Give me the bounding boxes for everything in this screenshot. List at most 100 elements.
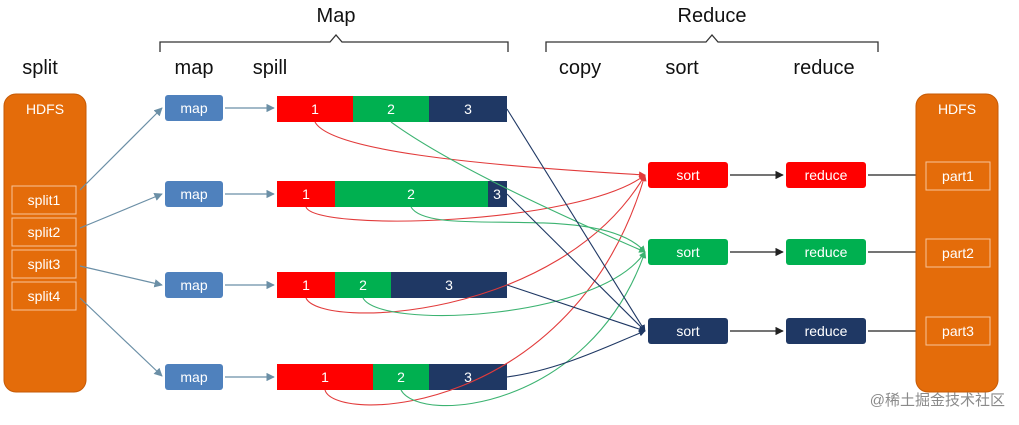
reduce-box-label: reduce (805, 244, 848, 260)
map-box (165, 181, 223, 207)
reduce-box (786, 239, 866, 265)
shuffle-curve (506, 330, 646, 378)
part-box (925, 161, 991, 191)
split-label: split2 (28, 224, 61, 240)
shuffle-curve (362, 251, 646, 317)
map-box-label: map (180, 100, 207, 116)
partition-red (277, 364, 373, 390)
shuffle-curve (506, 108, 646, 332)
partition-label: 1 (311, 101, 319, 117)
sort-box-label: sort (676, 323, 699, 339)
part-box (925, 316, 991, 346)
partition-blue (391, 272, 507, 298)
split-box (11, 185, 77, 215)
split-arrow (79, 107, 163, 191)
stage-label-sort: sort (665, 57, 699, 79)
partition-label: 3 (464, 101, 472, 117)
shuffle-curve (400, 251, 647, 407)
shuffle-curve (314, 121, 646, 178)
partition-red (277, 181, 335, 207)
output-parts: part1 part2 part3 (925, 161, 991, 346)
sort-box (648, 162, 728, 188)
split-box (11, 281, 77, 311)
reduce-phase-title: Reduce (678, 5, 747, 27)
partition-label: 1 (321, 369, 329, 385)
split-arrow (79, 265, 163, 288)
map-box-label: map (180, 277, 207, 293)
map-phase-brace (159, 34, 509, 52)
partition-label: 1 (302, 277, 310, 293)
sort-tasks: sort sort sort (648, 162, 728, 344)
shuffle-curve (324, 174, 647, 406)
shuffle-curve (506, 193, 646, 332)
map-phase-title: Map (317, 5, 356, 27)
partition-green (335, 181, 488, 207)
shuffle-red-curves (305, 121, 647, 406)
partition-blue (429, 364, 507, 390)
shuffle-curve (305, 174, 646, 314)
split-arrow (79, 193, 163, 229)
reduce-tasks: reduce reduce reduce (786, 162, 866, 344)
watermark-text: @稀土掘金技术社区 (870, 392, 1005, 409)
partition-green (335, 272, 391, 298)
stage-label-map: map (175, 57, 214, 79)
split-label: split1 (28, 192, 61, 208)
spill-buffer: 1 2 3 (277, 181, 507, 207)
partition-blue (488, 181, 507, 207)
map-tasks: map map map map (165, 95, 223, 390)
output-hdfs-label: HDFS (938, 101, 976, 117)
reduce-box-label: reduce (805, 323, 848, 339)
map-box (165, 95, 223, 121)
partition-blue (429, 96, 507, 122)
split-box (11, 217, 77, 247)
part-label: part3 (942, 323, 974, 339)
split-to-map-arrows (79, 107, 163, 377)
partition-red (277, 272, 335, 298)
map-to-spill-arrows (225, 103, 275, 382)
partition-green (373, 364, 429, 390)
reduce-box (786, 318, 866, 344)
sort-box-label: sort (676, 167, 699, 183)
split-arrow (79, 297, 163, 377)
sort-box (648, 318, 728, 344)
partition-label: 3 (445, 277, 453, 293)
sort-to-reduce-arrows (730, 170, 784, 336)
shuffle-curve (390, 121, 646, 253)
partition-label: 1 (302, 186, 310, 202)
partition-label: 2 (387, 101, 395, 117)
shuffle-blue-lines (506, 108, 646, 378)
part-box (925, 238, 991, 268)
partition-label: 3 (464, 369, 472, 385)
map-box (165, 272, 223, 298)
reduce-to-output-arrows (868, 170, 924, 336)
stage-label-copy: copy (559, 57, 601, 79)
reduce-box (786, 162, 866, 188)
partition-label: 2 (359, 277, 367, 293)
reduce-box-label: reduce (805, 167, 848, 183)
shuffle-curve (410, 206, 646, 253)
spill-buffer: 1 2 3 (277, 272, 507, 298)
partition-green (353, 96, 429, 122)
stage-label-split: split (22, 57, 58, 79)
input-hdfs-label: HDFS (26, 101, 64, 117)
sort-box-label: sort (676, 244, 699, 260)
partition-red (277, 96, 353, 122)
stage-label-reduce: reduce (793, 57, 854, 79)
spill-buffer: 1 2 3 (277, 96, 507, 122)
split-label: split3 (28, 256, 61, 272)
partition-label: 2 (407, 186, 415, 202)
shuffle-curve (305, 174, 646, 222)
map-box-label: map (180, 186, 207, 202)
split-label: split4 (28, 288, 61, 304)
map-box-label: map (180, 369, 207, 385)
stage-label-spill: spill (253, 57, 287, 79)
partition-label: 2 (397, 369, 405, 385)
part-label: part2 (942, 245, 974, 261)
map-box (165, 364, 223, 390)
part-label: part1 (942, 168, 974, 184)
sort-box (648, 239, 728, 265)
partition-label: 3 (493, 186, 501, 202)
split-box (11, 249, 77, 279)
